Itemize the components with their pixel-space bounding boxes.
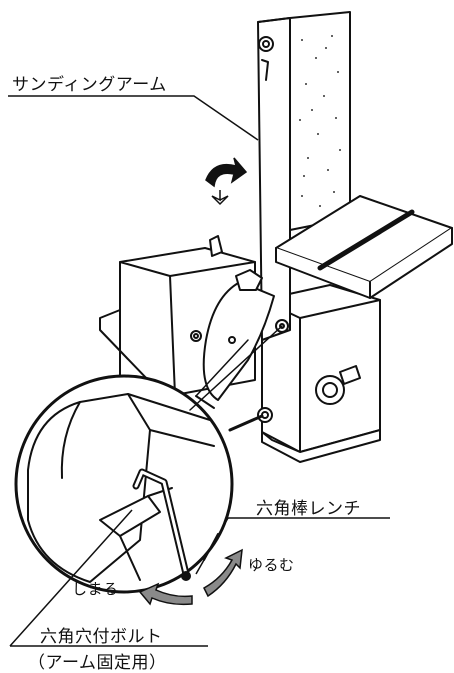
detail-magnifier — [14, 374, 234, 594]
work-table — [275, 195, 453, 299]
belt-speckles — [299, 35, 341, 207]
label-hex-bolt: 六角穴付ボルト — [40, 627, 163, 647]
rotate-arrow-icon — [205, 157, 248, 206]
belt-cover — [202, 269, 275, 401]
hex-wrench — [132, 468, 191, 581]
label-hex-bolt-purpose: （アーム固定用） — [28, 653, 167, 673]
direction-arrow-icon — [138, 548, 243, 606]
label-loosen: ゆるむ — [248, 556, 295, 574]
label-tighten: しまる — [72, 580, 119, 598]
label-hex-wrench: 六角棒レンチ — [256, 499, 361, 519]
label-sanding-arm: サンディングアーム — [12, 75, 167, 95]
machine-base — [257, 284, 381, 463]
